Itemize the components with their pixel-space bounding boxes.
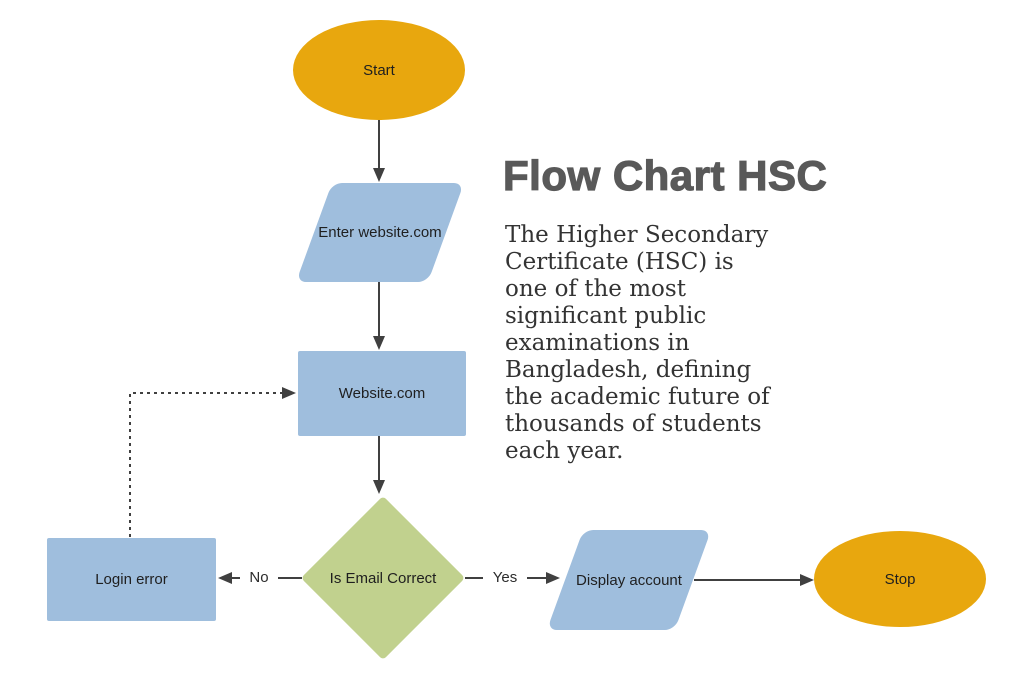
- arrowhead-display-to-stop: [800, 574, 814, 586]
- node-is-email-correct: Is Email Correct: [300, 495, 466, 661]
- node-start-label: Start: [363, 61, 395, 79]
- website-rect-shape: [298, 351, 466, 436]
- node-stop-label: Stop: [884, 570, 916, 588]
- node-login-error: Login error: [47, 538, 216, 621]
- edge-label-no: No: [240, 568, 278, 588]
- arrowhead-start-to-enter: [373, 168, 385, 182]
- arrowhead-decision-to-display: [546, 572, 560, 584]
- node-website-label: Website.com: [338, 385, 426, 402]
- node-login-error-label: Login error: [95, 571, 168, 588]
- node-website: Website.com: [298, 351, 466, 436]
- page-title: Flow Chart HSC: [502, 151, 828, 199]
- node-start: Start: [293, 20, 465, 120]
- node-enter-website: Enter website.com: [295, 183, 465, 282]
- arrowhead-decision-to-login-error: [218, 572, 232, 584]
- node-display-account-label: Display account: [576, 571, 682, 589]
- node-is-email-correct-label: Is Email Correct: [329, 569, 437, 587]
- description-text: The Higher Secondary Certificate (HSC) i…: [505, 222, 770, 464]
- stop-ellipse-shape: [814, 531, 986, 627]
- node-enter-website-label: Enter website.com: [318, 224, 442, 241]
- arrowhead-website-to-decision: [373, 480, 385, 494]
- login-error-rect-shape: [47, 538, 216, 621]
- node-display-account: Display account: [546, 530, 712, 630]
- node-stop: Stop: [814, 531, 986, 627]
- arrowhead-enter-to-website: [373, 336, 385, 350]
- edge-label-yes: Yes: [483, 568, 527, 588]
- arrowhead-login-error-to-website: [282, 387, 296, 399]
- start-ellipse-shape: [293, 20, 465, 120]
- arrow-login-error-to-website: [129, 392, 282, 537]
